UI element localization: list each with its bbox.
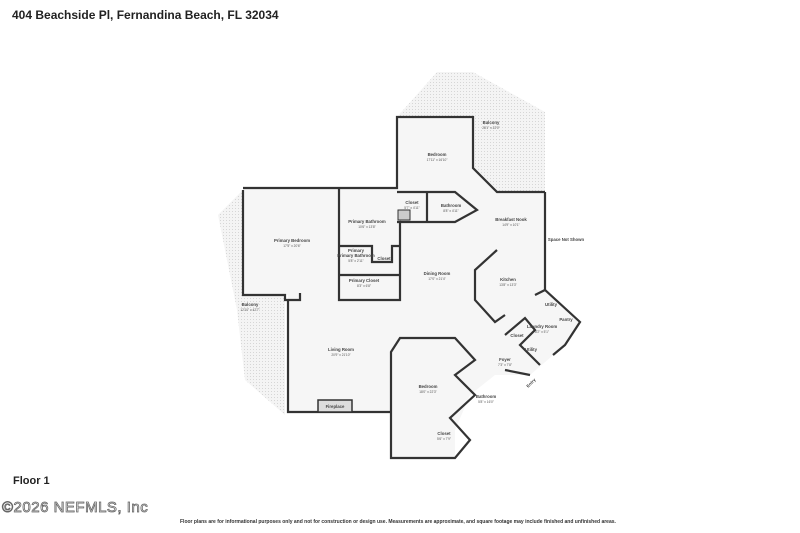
room-size: 17'5" x 20'6" <box>283 244 300 248</box>
room-name: Space Not Shown <box>548 237 585 242</box>
room-size: 5'8" x 2'11" <box>348 259 363 263</box>
balcony-top <box>397 72 545 192</box>
watermark: ©2026 NEFMLS, Inc <box>2 499 149 517</box>
room-name: Bathroom <box>441 203 461 208</box>
room-size: 5'8" x 16'0" <box>478 400 494 404</box>
room-size: 17'0" x 21'4" <box>428 277 445 281</box>
room-name: Pantry <box>559 317 573 322</box>
room-name: Dining Room <box>424 271 451 276</box>
room-size: 12'10" x 42'7" <box>240 308 259 312</box>
fireplace-label: Fireplace <box>326 404 345 409</box>
interior <box>243 117 580 458</box>
room-size: 8'8" x 4'11" <box>443 209 458 213</box>
room-name: Bedroom <box>428 152 447 157</box>
room-name: Bedroom <box>419 384 438 389</box>
room-name: Primary Bathroom <box>337 253 375 258</box>
room-name: Balcony <box>483 120 500 125</box>
room-size: 5'6" x 7'9" <box>437 437 451 441</box>
room-name: Breakfast Nook <box>495 217 527 222</box>
room-size: 20'9" x 21'10" <box>331 353 350 357</box>
room-size: 8'3" x 6'8" <box>357 284 371 288</box>
room-name: Primary Closet <box>349 278 380 283</box>
room-name: Laundry Room <box>527 324 557 329</box>
room-name: Closet <box>510 333 524 338</box>
room-name: Bathroom <box>476 394 496 399</box>
room-name: Closet <box>437 431 451 436</box>
room-size: 5'7" x 4'11" <box>404 206 419 210</box>
room-name: Foyer <box>499 357 511 362</box>
room-name: Primary Bedroom <box>274 238 310 243</box>
disclaimer: Floor plans are for informational purpos… <box>180 519 616 525</box>
room-name: Closet <box>377 256 391 261</box>
entry-label: Entry <box>525 377 537 389</box>
room-size: 28'1" x 22'0" <box>482 126 499 130</box>
walls <box>241 115 582 460</box>
balcony-left <box>218 190 285 415</box>
property-address: 404 Beachside Pl, Fernandina Beach, FL 3… <box>12 8 279 22</box>
room-size: 7'3" x 7'8" <box>498 363 512 367</box>
room-size: 18'0" x 22'3" <box>419 390 436 394</box>
room-name: Primary Bathroom <box>348 219 386 224</box>
room-name: Balcony <box>242 302 259 307</box>
room-name: Kitchen <box>500 277 516 282</box>
room-name: Utility <box>545 302 558 307</box>
room-size: 13'8" x 13'3" <box>499 283 516 287</box>
room-size: 8'2" x 5'1" <box>535 330 549 334</box>
room-size: 14'9" x 10'1" <box>502 223 519 227</box>
room-name: Living Room <box>328 347 354 352</box>
room-name: Utility <box>525 347 538 352</box>
room-size: 17'11" x 16'10" <box>427 158 448 162</box>
floor-label: Floor 1 <box>13 475 50 487</box>
room-name: Primary <box>348 248 365 253</box>
room-size: 10'6" x 13'8" <box>358 225 375 229</box>
fireplace <box>317 399 353 413</box>
room-name: Closet <box>405 200 419 205</box>
